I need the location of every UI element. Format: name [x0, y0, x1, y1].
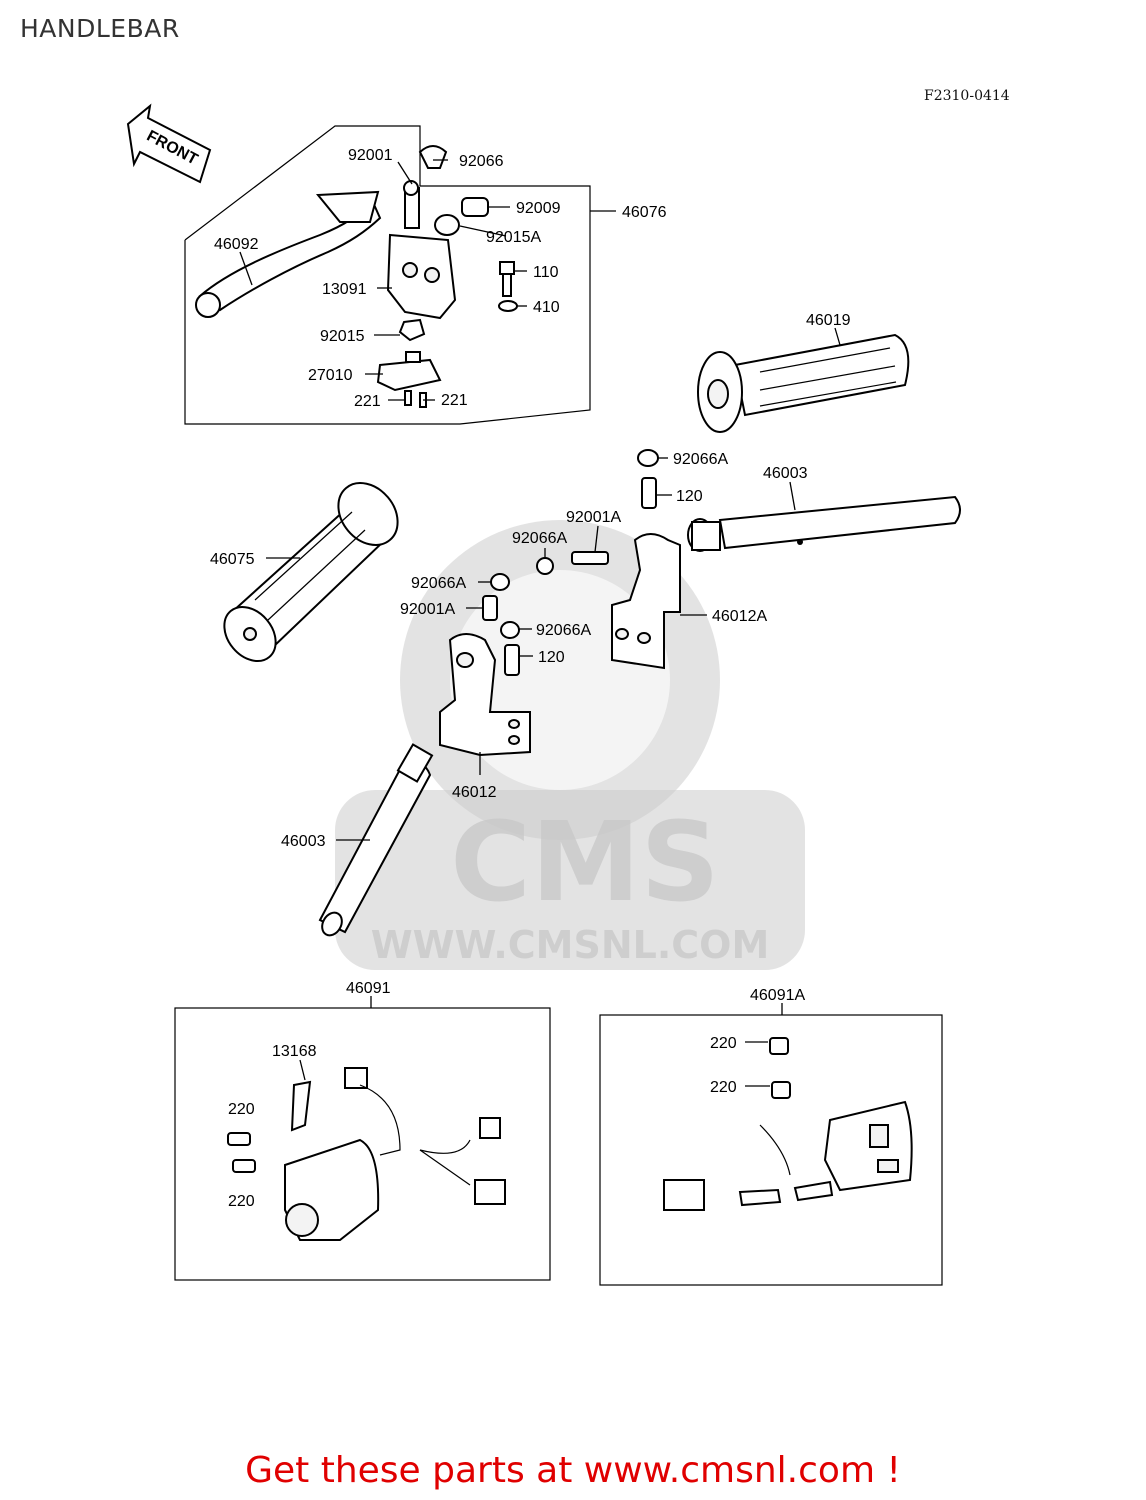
part-label-92066A-4: 92066A: [536, 622, 591, 639]
part-label-92009: 92009: [516, 200, 561, 217]
watermark-brand: CMS: [450, 798, 719, 926]
part-label-120-1: 120: [676, 488, 703, 505]
page-title: HANDLEBAR: [20, 14, 180, 43]
watermark-badge: [335, 790, 805, 970]
cap-92066A-mid: [490, 573, 510, 591]
part-label-92066: 92066: [459, 153, 504, 170]
part-label-92066A-1: 92066A: [673, 451, 728, 468]
screws-220-right: [769, 1037, 791, 1099]
bolt-92001A-upper: [571, 551, 609, 565]
part-label-46091: 46091: [346, 980, 391, 997]
cap-92066A-lower: [500, 621, 520, 639]
part-labels: 92001 92066 92009 46076 92015A 46092 110…: [210, 147, 851, 1210]
part-label-46092: 46092: [214, 236, 259, 253]
lever-holder: [386, 180, 457, 320]
part-label-92066A-3: 92066A: [411, 575, 466, 592]
brake-lever: [195, 190, 382, 318]
part-label-92015: 92015: [320, 328, 365, 345]
watermark-logo: CMS WWW.CMSNL.COM: [335, 520, 805, 970]
cap-92066A-upper: [536, 557, 554, 575]
bolt-120-upper: [641, 477, 657, 509]
part-label-46019: 46019: [806, 312, 851, 329]
nut-92015: [398, 318, 426, 342]
part-label-46012A: 46012A: [712, 608, 767, 625]
part-label-220-1: 220: [710, 1035, 737, 1052]
part-label-92001A-1: 92001A: [566, 509, 621, 526]
figure-code: F2310-0414: [924, 88, 1010, 104]
part-label-410: 410: [533, 299, 560, 316]
part-label-120-2: 120: [538, 649, 565, 666]
bolt-92001A-lower: [482, 595, 498, 621]
leader-lines: [239, 159, 841, 1087]
lever-assembly-outline: [184, 125, 591, 425]
part-label-110: 110: [533, 264, 559, 281]
part-label-46076: 46076: [622, 204, 667, 221]
part-label-92015A: 92015A: [486, 229, 541, 246]
part-label-13168: 13168: [272, 1043, 317, 1060]
part-label-220-3: 220: [228, 1101, 255, 1118]
switch-group-right-box: [599, 1014, 943, 1286]
cap-92066A-top: [637, 449, 659, 467]
handlebar-left: [318, 743, 434, 937]
footer-cta-link[interactable]: Get these parts at www.cmsnl.com !: [245, 1450, 901, 1491]
part-label-221-b: 221: [441, 392, 468, 409]
switch-group-left-box: [174, 1007, 551, 1281]
handlebar-right: [687, 495, 961, 552]
cap-92066: [418, 145, 448, 169]
grip-left: [223, 482, 399, 662]
switch-housing-right: [663, 1100, 913, 1211]
adjuster: [434, 197, 489, 236]
part-label-46012: 46012: [452, 784, 497, 801]
switch-housing-left: [284, 1067, 506, 1241]
part-label-46091A: 46091A: [750, 987, 805, 1004]
part-label-46003-top: 46003: [763, 465, 808, 482]
part-label-220-2: 220: [710, 1079, 737, 1096]
grip-right: [697, 333, 910, 433]
part-label-92066A-2: 92066A: [512, 530, 567, 547]
bolt-120-lower: [504, 644, 520, 676]
part-label-220-4: 220: [228, 1193, 255, 1210]
part-label-13091: 13091: [322, 281, 367, 298]
screws-220-left: [227, 1132, 256, 1173]
watermark-url: WWW.CMSNL.COM: [371, 923, 770, 967]
part-label-27010: 27010: [308, 367, 353, 384]
front-arrow-icon: FRONT: [126, 103, 212, 184]
handlebar-holder-left: [439, 633, 531, 757]
bolt-110: [498, 261, 518, 312]
part-label-46003-bottom: 46003: [281, 833, 326, 850]
handlebar-holder-right: [611, 533, 681, 670]
part-label-221-a: 221: [354, 393, 381, 410]
parts-diagram: CMS WWW.CMSNL.COM FRONT: [126, 103, 961, 1286]
part-label-92001: 92001: [348, 147, 393, 164]
part-label-92001A-2: 92001A: [400, 601, 455, 618]
part-label-46075: 46075: [210, 551, 255, 568]
brake-switch: [376, 351, 442, 408]
